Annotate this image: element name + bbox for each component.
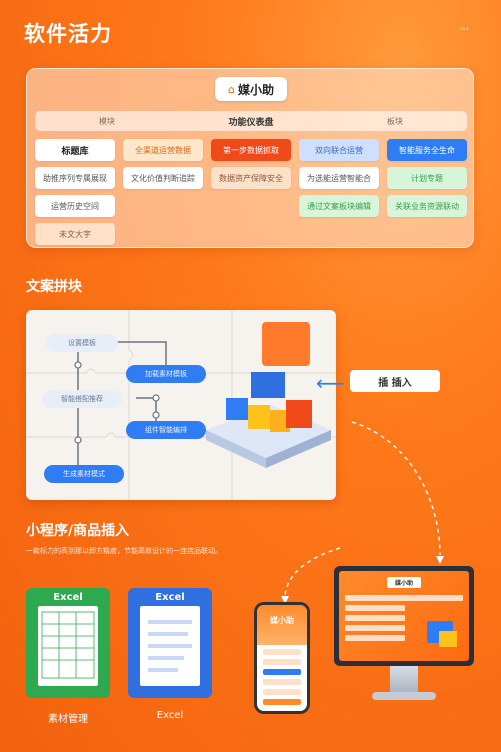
corner-text: 。。。 — [459, 23, 473, 31]
dashboard-cell[interactable]: 运营历史空间 — [35, 195, 115, 217]
app-logo: ⌂ 媒小助 — [215, 77, 287, 101]
puzzle-canvas: 设置模板 加载素材模板 智能搭配推荐 组件智能编排 生成素材模式 — [26, 310, 336, 500]
dashboard-cell[interactable]: 计划专题 — [387, 167, 467, 189]
tab-module[interactable]: 模块 — [99, 116, 115, 126]
flow-node-load[interactable]: 加载素材模板 — [126, 365, 206, 383]
section-mini-subtitle: 一款标力的高到那以即方精度，节能高效设计的一连店品联动。 — [26, 547, 222, 555]
dashboard-cell[interactable]: 第一步数据抓取 — [211, 139, 291, 161]
platform-illustration — [206, 372, 331, 468]
dashboard-cell[interactable]: 关联业务资源联动 — [387, 195, 467, 217]
monitor-logo: 媒小助 — [387, 577, 421, 588]
dashboard-cell[interactable]: 通过文案板块编辑 — [299, 195, 379, 217]
excel-green-tag: Excel — [53, 592, 83, 603]
dashboard-cell[interactable]: 文化价值判断追踪 — [123, 167, 203, 189]
tab-section[interactable]: 板块 — [387, 116, 403, 126]
phone-title: 媒小助 — [270, 616, 294, 625]
app-logo-text: 媒小助 — [237, 82, 274, 97]
excel-blue-label: Excel — [156, 710, 184, 721]
insert-label[interactable]: 插 插入 — [350, 370, 440, 392]
tab-bar: 模块 功能仪表盘 板块 — [35, 111, 467, 131]
dashboard-cell[interactable]: 智能服务全生命 — [387, 139, 467, 161]
phone-mockup: 媒小助 — [254, 602, 310, 714]
doc-lines — [140, 606, 200, 686]
monitor-stand — [390, 666, 418, 694]
dashboard-cell[interactable]: 数据资产保障安全 — [211, 167, 291, 189]
tab-dashboard[interactable]: 功能仪表盘 — [228, 117, 274, 128]
excel-green-label: 素材管理 — [48, 714, 88, 725]
section-mini-title: 小程序/商品插入 — [26, 523, 130, 539]
dashboard-cell[interactable]: 双向联合运营 — [299, 139, 379, 161]
monitor-base — [372, 692, 436, 700]
excel-blue-tag: Excel — [155, 592, 185, 603]
dashboard-cell[interactable]: 全渠道运营数据 — [123, 139, 203, 161]
excel-blue-icon[interactable]: Excel — [128, 588, 212, 698]
puzzle-lines — [26, 310, 336, 500]
arrow-left-icon: ⟵ — [316, 371, 345, 395]
page-title: 软件活力 — [24, 22, 112, 46]
section-copy-title: 文案拼块 — [26, 279, 82, 295]
sheet-grid — [38, 606, 98, 686]
monitor-mockup: 媒小助 — [334, 566, 474, 666]
flow-node-setup[interactable]: 设置模板 — [46, 334, 118, 352]
house-icon: ⌂ — [228, 82, 235, 96]
dashboard-cell[interactable]: 标题库 — [35, 139, 115, 161]
dashboard-cell[interactable]: 未文大字 — [35, 223, 115, 245]
puzzle-piece — [262, 322, 310, 366]
dashboard-cell[interactable]: 助推序列专属展现 — [35, 167, 115, 189]
flow-node-generate[interactable]: 生成素材模式 — [44, 465, 124, 483]
flow-node-arrange[interactable]: 组件智能编排 — [126, 421, 206, 439]
dashboard-panel: ⌂ 媒小助 模块 功能仪表盘 板块 标题库全渠道运营数据第一步数据抓取双向联合运… — [26, 68, 474, 248]
excel-green-icon[interactable]: Excel — [26, 588, 110, 698]
dashboard-cell[interactable]: 为选能运营智能合 — [299, 167, 379, 189]
flow-node-recommend[interactable]: 智能搭配推荐 — [42, 390, 122, 408]
